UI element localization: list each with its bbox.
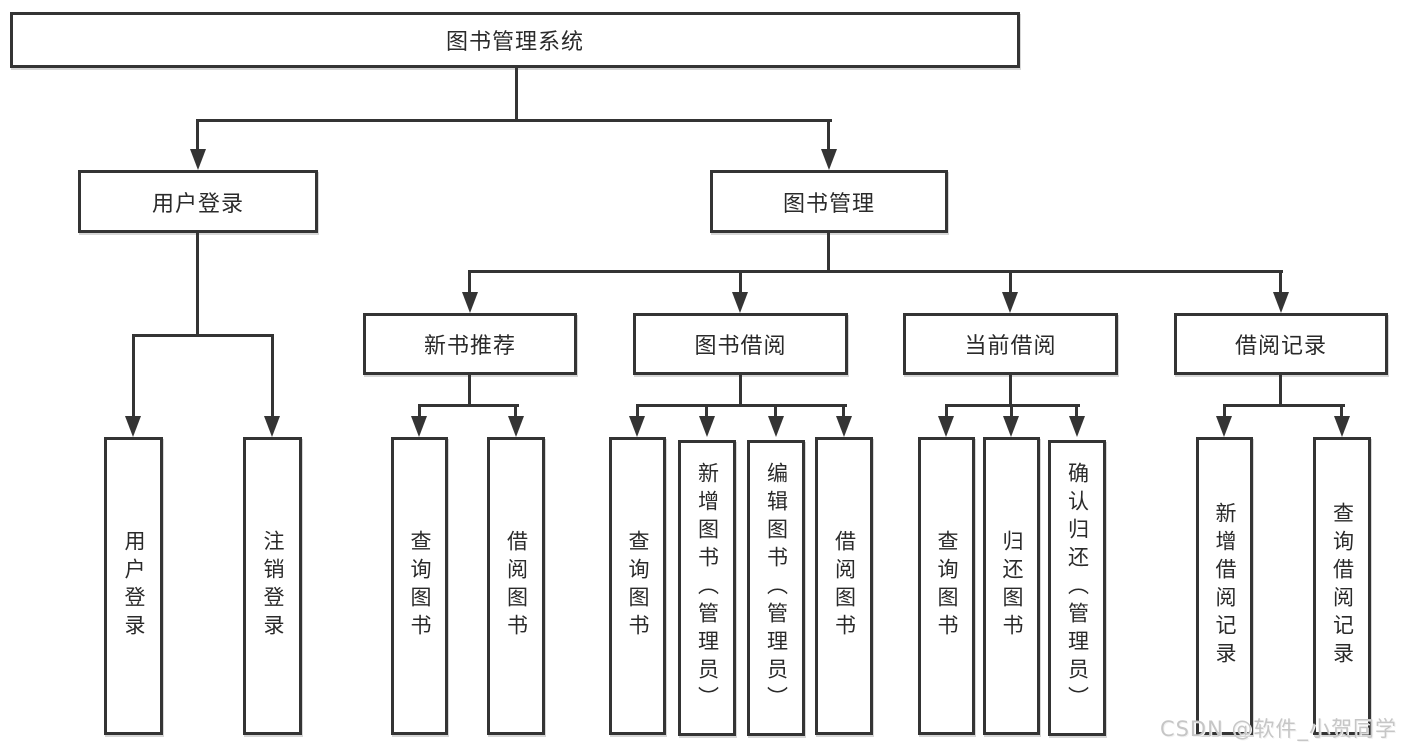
connector-record-hline (1223, 404, 1345, 407)
leaf-user-login: 用户登录 (104, 437, 163, 735)
node-user-login: 用户登录 (78, 170, 318, 233)
connector-record-drop (1279, 270, 1282, 294)
node-new-book-recommend: 新书推荐 (363, 313, 577, 375)
connector-leaf-login-drop (132, 334, 135, 417)
arrow-down-borrow-borrow (836, 416, 852, 437)
connector-current-vline (1009, 375, 1012, 406)
arrow-down-borrow-query (629, 416, 645, 437)
leaf-borrow-edit-books-admin: 编辑图书（管理员） (747, 440, 805, 736)
arrow-down-borrow (732, 292, 748, 313)
connector-book-mgmt-drop (827, 119, 830, 151)
arrow-down-current (1002, 292, 1018, 313)
leaf-current-query-books: 查询图书 (918, 437, 975, 735)
node-current-borrow: 当前借阅 (903, 313, 1118, 375)
connector-borrow-vline (739, 375, 742, 406)
arrow-down-record-query (1334, 416, 1350, 437)
connector-user-login-vline (196, 233, 199, 337)
leaf-record-add-borrow-record: 新增借阅记录 (1196, 437, 1253, 735)
leaf-recommend-borrow-books: 借阅图书 (487, 437, 545, 735)
leaf-borrow-query-books: 查询图书 (609, 437, 666, 735)
leaf-logout: 注销登录 (243, 437, 302, 735)
connector-current-c1-drop (945, 404, 948, 417)
arrow-down-current-confirm (1069, 416, 1085, 437)
leaf-record-query-borrow-record: 查询借阅记录 (1313, 437, 1371, 735)
connector-borrow-c3-drop (774, 404, 777, 417)
connector-record-vline (1279, 375, 1282, 406)
connector-borrow-hline (636, 404, 847, 407)
leaf-current-confirm-return-admin: 确认归还（管理员） (1048, 440, 1106, 736)
connector-borrow-c2-drop (705, 404, 708, 417)
connector-current-c2-drop (1010, 404, 1013, 417)
connector-newrec-drop (468, 270, 471, 294)
arrow-down-borrow-edit (768, 416, 784, 437)
connector-borrow-c4-drop (842, 404, 845, 417)
node-root: 图书管理系统 (10, 12, 1020, 68)
connector-borrow-c1-drop (636, 404, 639, 417)
connector-record-c2-drop (1340, 404, 1343, 417)
arrow-down-book-mgmt (821, 149, 837, 170)
leaf-current-return-books: 归还图书 (983, 437, 1040, 735)
connector-newrec-c1-drop (418, 404, 421, 417)
arrow-down-newrec (462, 292, 478, 313)
connector-user-login-hline (132, 334, 274, 337)
connector-record-c1-drop (1223, 404, 1226, 417)
connector-newrec-vline (468, 375, 471, 406)
connector-borrow-drop (739, 270, 742, 294)
connector-newrec-hline (418, 404, 519, 407)
connector-current-c3-drop (1075, 404, 1078, 417)
arrow-down-newrec-borrow (508, 416, 524, 437)
connector-book-mgmt-vline (827, 233, 830, 273)
arrow-down-current-return (1003, 416, 1019, 437)
arrow-down-record (1273, 292, 1289, 313)
connector-leaf-logout-drop (271, 334, 274, 417)
arrow-down-leaf-logout (264, 416, 280, 437)
arrow-down-leaf-login (125, 416, 141, 437)
arrow-down-newrec-query (411, 416, 427, 437)
connector-current-drop (1009, 270, 1012, 294)
connector-root-hline (196, 119, 832, 122)
arrow-down-current-query (938, 416, 954, 437)
node-borrow-record: 借阅记录 (1174, 313, 1388, 375)
node-book-borrow: 图书借阅 (633, 313, 848, 375)
connector-newrec-c2-drop (514, 404, 517, 417)
arrow-down-record-add (1216, 416, 1232, 437)
csdn-watermark: CSDN @软件_小贺同学 (1159, 717, 1397, 741)
connector-user-login-drop (196, 119, 199, 151)
arrow-down-user-login (190, 149, 206, 170)
leaf-borrow-add-books-admin: 新增图书（管理员） (678, 440, 736, 736)
leaf-borrow-borrow-books: 借阅图书 (815, 437, 873, 735)
node-book-management: 图书管理 (710, 170, 948, 233)
arrow-down-borrow-add (699, 416, 715, 437)
connector-root-vline (515, 67, 518, 121)
connector-book-mgmt-hline (468, 270, 1283, 273)
leaf-recommend-query-books: 查询图书 (391, 437, 448, 735)
